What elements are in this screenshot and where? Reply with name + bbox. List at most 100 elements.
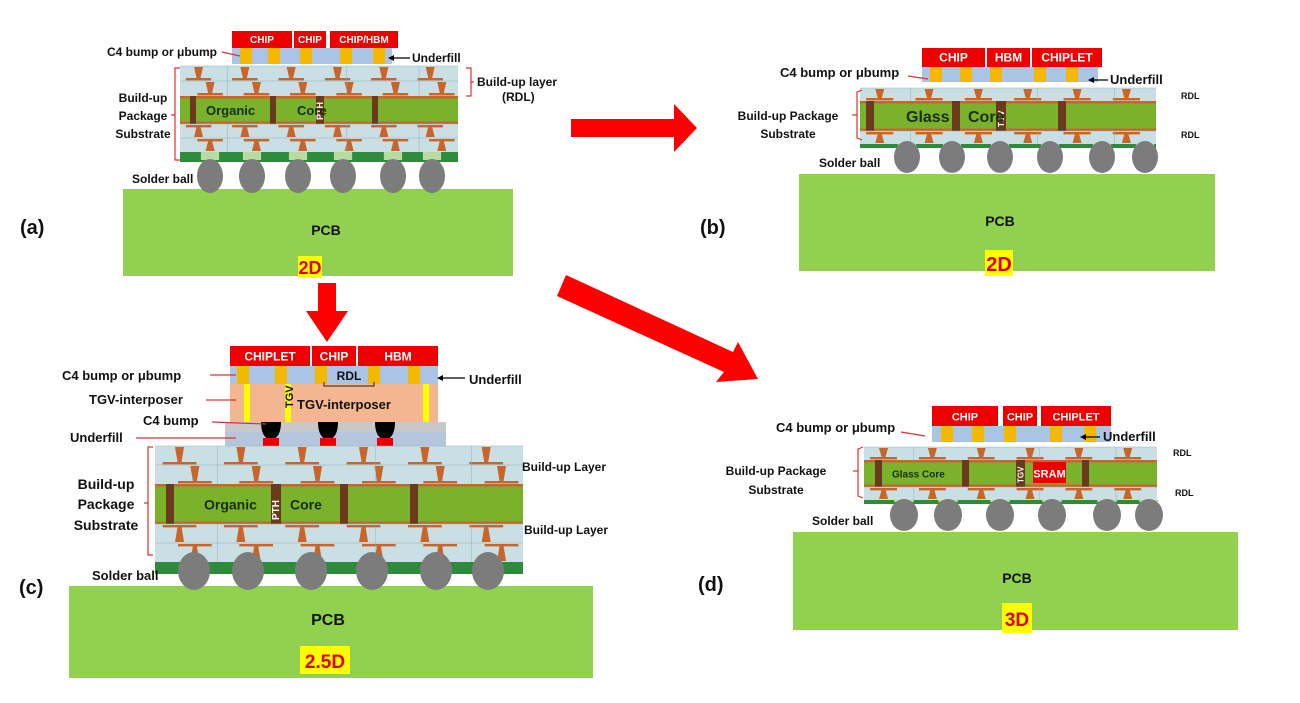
copper-trace (224, 462, 258, 465)
bump-pointer (221, 51, 241, 57)
copper-trace (290, 93, 316, 96)
chip-label: CHIP (320, 349, 349, 363)
c4-bump (375, 422, 395, 440)
substrate-label-3: Substrate (74, 517, 139, 533)
copper-trace (382, 139, 409, 142)
bump-pointer (907, 75, 929, 80)
copper-trace (324, 125, 351, 128)
substrate-label-2: Package (78, 496, 135, 512)
core-copper-top (155, 484, 523, 487)
copper-microvia (437, 82, 447, 93)
copper-trace (870, 457, 897, 460)
chip-die (1003, 406, 1037, 426)
substrate-label-2: Package (119, 109, 168, 123)
through-via (410, 484, 418, 524)
copper-trace (1014, 132, 1042, 135)
glass-core (864, 460, 1157, 487)
core-label: Organic (204, 496, 257, 512)
copper-trace (371, 125, 397, 128)
copper-microvia (379, 127, 389, 137)
copper-microvia (437, 141, 447, 151)
substrate-label-2: Substrate (760, 127, 816, 141)
chip-label: CHIP (952, 411, 978, 423)
copper-microvia (313, 466, 323, 481)
chip-die (932, 406, 998, 426)
core-label: Glass (906, 109, 950, 126)
substrate-label-2: Substrate (748, 483, 804, 497)
arrow-a-to-c (306, 283, 348, 342)
sram-label: SRAM (1033, 469, 1065, 481)
bump-label: C4 bump or μbump (776, 420, 895, 435)
solder-ball (1135, 499, 1163, 531)
core-label: Glass Core (892, 469, 945, 480)
solder-ball (178, 552, 210, 590)
solder-ball (197, 159, 223, 193)
copper-trace (1063, 98, 1091, 101)
chip-label: CHIPLET (1052, 411, 1099, 423)
solder-ball (419, 159, 445, 193)
solder-ball-label: Solder ball (819, 156, 880, 170)
c4-bump (318, 422, 338, 440)
copper-trace (866, 98, 894, 101)
copper-trace (469, 525, 504, 528)
substrate-label-1: Build-up (119, 91, 168, 105)
copper-trace (423, 481, 458, 484)
chip-die (358, 346, 438, 366)
chip-die (294, 31, 326, 48)
copper-microvia (297, 447, 307, 462)
copper-microvia (1123, 490, 1133, 499)
copper-microvia (286, 67, 296, 78)
core-label: Core (290, 496, 322, 512)
interposer-label: TGV-interposer (89, 392, 183, 407)
chip-die (232, 31, 292, 48)
ball-pad (288, 152, 308, 160)
copper-microvia (333, 67, 343, 78)
copper-trace (964, 98, 992, 101)
via-label: PTH (271, 500, 282, 520)
copper-microvia (298, 141, 308, 151)
copper-microvia (359, 527, 369, 542)
copper-microvia (976, 490, 986, 499)
through-via (1082, 460, 1089, 487)
chip-die (330, 31, 398, 48)
panel-letter: (a) (20, 217, 44, 239)
through-via (1058, 101, 1066, 131)
copper-microvia (927, 448, 937, 457)
copper-trace (423, 544, 458, 547)
underfill-label: Underfill (412, 51, 461, 65)
micro-bump (275, 366, 287, 384)
tgv-via (423, 384, 429, 422)
micro-bump (960, 67, 972, 82)
glass-core (860, 101, 1156, 131)
c4-bump (261, 422, 281, 440)
labelled-via (271, 484, 281, 524)
rdl-top-label: RDL (1173, 448, 1192, 458)
bump-label: C4 bump or μbump (62, 368, 181, 383)
solder-ball (330, 159, 356, 193)
copper-trace (1112, 98, 1140, 101)
substrate-label-3: Substrate (115, 127, 171, 141)
core-copper-bottom (860, 128, 1156, 131)
ball-pad (422, 152, 442, 160)
ball-pad (242, 152, 262, 160)
substrate-label-1: Build-up Package (726, 464, 827, 478)
copper-trace (185, 78, 212, 81)
copper-microvia (194, 127, 204, 137)
copper-trace (1065, 457, 1093, 460)
copper-trace (915, 98, 943, 101)
chip-label: CHIPLET (244, 349, 296, 363)
through-via (952, 101, 960, 131)
c4-pad (377, 438, 393, 447)
chip-die (922, 48, 985, 67)
copper-trace (346, 462, 381, 465)
solder-mask (864, 500, 1157, 504)
micro-bump (1004, 426, 1016, 442)
copper-microvia (976, 448, 986, 457)
copper-trace (197, 93, 223, 96)
solder-ball (285, 159, 311, 193)
copper-microvia (240, 127, 250, 137)
chip-die (312, 346, 356, 366)
ball-pad (333, 152, 353, 160)
copper-trace (336, 93, 362, 96)
